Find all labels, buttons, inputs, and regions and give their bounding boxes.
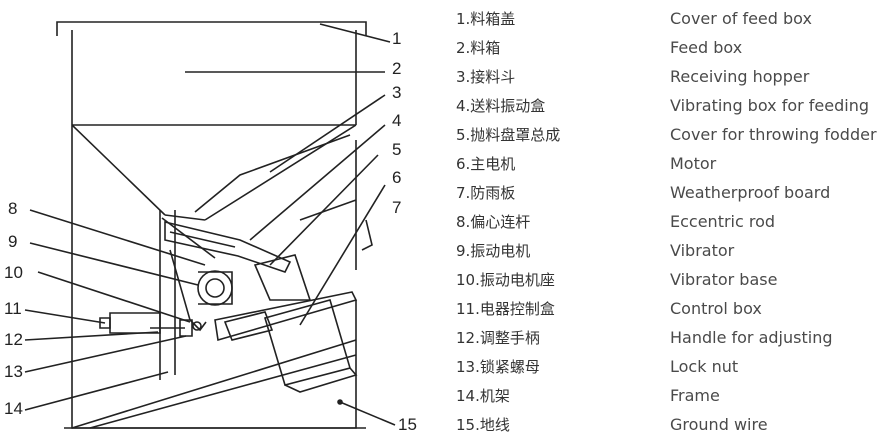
legend-label-en: Ground wire [670, 415, 768, 434]
legend-label-cn: 4.送料振动盒 [456, 97, 546, 115]
legend-label-en: Cover of feed box [670, 9, 812, 28]
legend-label-cn: 10.振动电机座 [456, 271, 555, 289]
legend-label-cn: 2.料箱 [456, 39, 501, 57]
legend-label-cn: 13.锁紧螺母 [456, 358, 540, 376]
callout-6: 6 [392, 168, 401, 187]
legend-label-cn: 12.调整手柄 [456, 329, 540, 347]
legend-label-en: Cover for throwing fodder [670, 125, 877, 144]
vibrating-box [164, 220, 292, 273]
lock-nut [179, 319, 193, 337]
legend-label-cn: 14.机架 [456, 387, 510, 405]
legend-label-en: Receiving hopper [670, 67, 810, 86]
callout-11: 11 [4, 299, 22, 318]
legend-label-en: Vibrator [670, 241, 735, 260]
legend-label-en: Control box [670, 299, 762, 318]
callout-10: 10 [4, 263, 23, 282]
callout-5: 5 [392, 140, 401, 159]
legend-label-en: Frame [670, 386, 720, 405]
legend-label-cn: 1.料箱盖 [456, 10, 516, 28]
eccentric-rod [161, 217, 216, 259]
legend-label-en: Lock nut [670, 357, 739, 376]
callout-13: 13 [4, 362, 23, 381]
weatherproof-board [361, 219, 373, 251]
callout-8: 8 [8, 199, 17, 218]
receiving-hopper [71, 124, 357, 221]
feed-box-cover [56, 21, 367, 36]
legend-label-cn: 15.地线 [456, 416, 510, 434]
legend-label-en: Motor [670, 154, 717, 173]
callout-12: 12 [4, 330, 23, 349]
callout-1: 1 [392, 29, 401, 48]
callout-14: 14 [4, 399, 23, 418]
legend-label-cn: 3.接料斗 [456, 68, 516, 86]
callout-4: 4 [392, 111, 401, 130]
legend-label-cn: 9.振动电机 [456, 242, 531, 260]
legend-label-cn: 11.电器控制盒 [456, 300, 555, 318]
legend-label-en: Feed box [670, 38, 743, 57]
legend-label-en: Handle for adjusting [670, 328, 833, 347]
discharge-plate [214, 291, 358, 342]
legend-label-cn: 7.防雨板 [456, 184, 516, 202]
callout-2: 2 [392, 59, 401, 78]
legend-label-en: Vibrating box for feeding [670, 96, 869, 115]
vibrator-base [169, 249, 207, 332]
callout-9: 9 [8, 232, 17, 251]
feed-box [71, 30, 357, 126]
callout-15: 15 [398, 415, 417, 434]
legend-label-cn: 5.抛料盘罩总成 [456, 126, 561, 144]
legend-label-en: Weatherproof board [670, 183, 831, 202]
legend-label-cn: 8.偏心连杆 [456, 213, 531, 231]
legend-label-cn: 6.主电机 [456, 155, 516, 173]
legend-label-en: Eccentric rod [670, 212, 776, 231]
callout-3: 3 [392, 83, 401, 102]
feeder-diagram: 1 2 3 4 5 6 7 8 9 10 11 12 13 14 15 [4, 21, 417, 434]
callout-7: 7 [392, 198, 401, 217]
adjusting-handle [99, 317, 185, 329]
legend-label-en: Vibrator base [670, 270, 778, 289]
frame-post [159, 210, 176, 380]
